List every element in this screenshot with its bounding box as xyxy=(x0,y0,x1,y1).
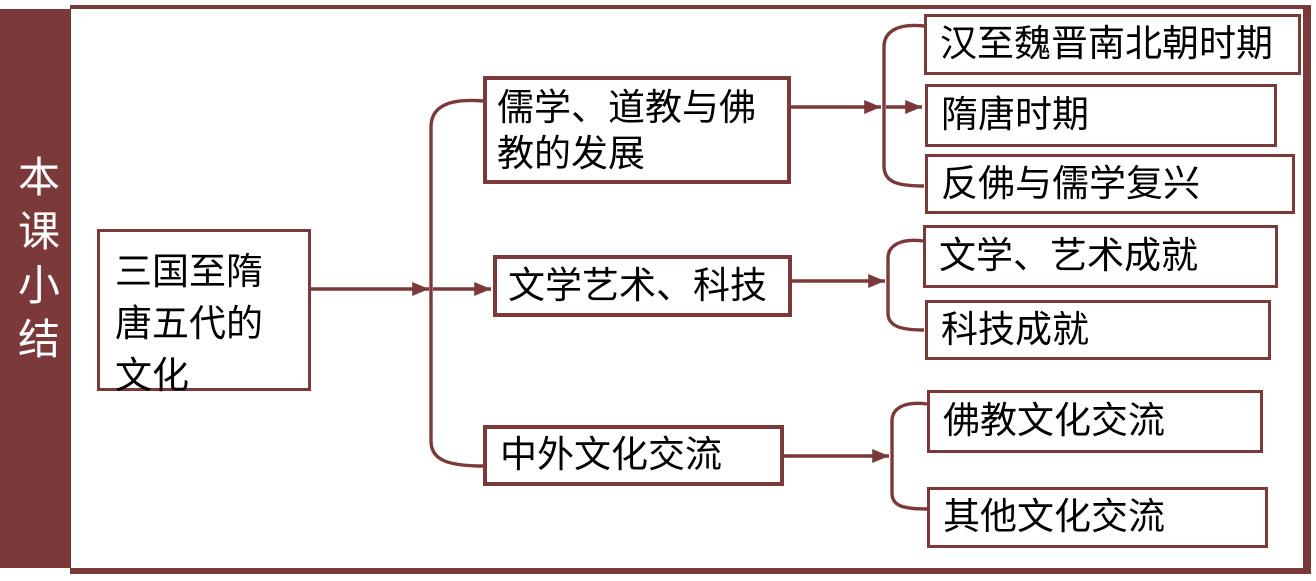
sidebar: 本课小结 xyxy=(0,9,71,568)
bracket-branch3 xyxy=(890,401,928,511)
bracket-main xyxy=(429,98,484,468)
node-leaf-literature-art-achievements: 文学、艺术成就 xyxy=(923,225,1278,288)
bracket-branch1 xyxy=(882,23,925,188)
node-leaf-buddhist-exchange: 佛教文化交流 xyxy=(927,390,1263,453)
bracket-branch2 xyxy=(886,238,925,332)
node-branch-religions: 儒学、道教与佛 教的发展 xyxy=(483,76,791,184)
node-branch-cultural-exchange: 中外文化交流 xyxy=(483,425,784,486)
node-leaf-han-to-northern-southern: 汉至魏晋南北朝时期 xyxy=(924,14,1301,75)
sidebar-title: 本课小结 xyxy=(12,154,60,371)
node-branch-literature-science: 文学艺术、科技 xyxy=(493,255,792,317)
slide-border xyxy=(70,5,1311,574)
node-root: 三国至隋 唐五代的 文化 xyxy=(97,229,311,396)
node-leaf-science-achievements: 科技成就 xyxy=(925,300,1271,360)
node-leaf-other-exchange: 其他文化交流 xyxy=(927,487,1268,548)
node-leaf-sui-tang-period: 隋唐时期 xyxy=(925,84,1277,147)
node-leaf-anti-buddhism-confucian-revival: 反佛与儒学复兴 xyxy=(925,154,1295,214)
